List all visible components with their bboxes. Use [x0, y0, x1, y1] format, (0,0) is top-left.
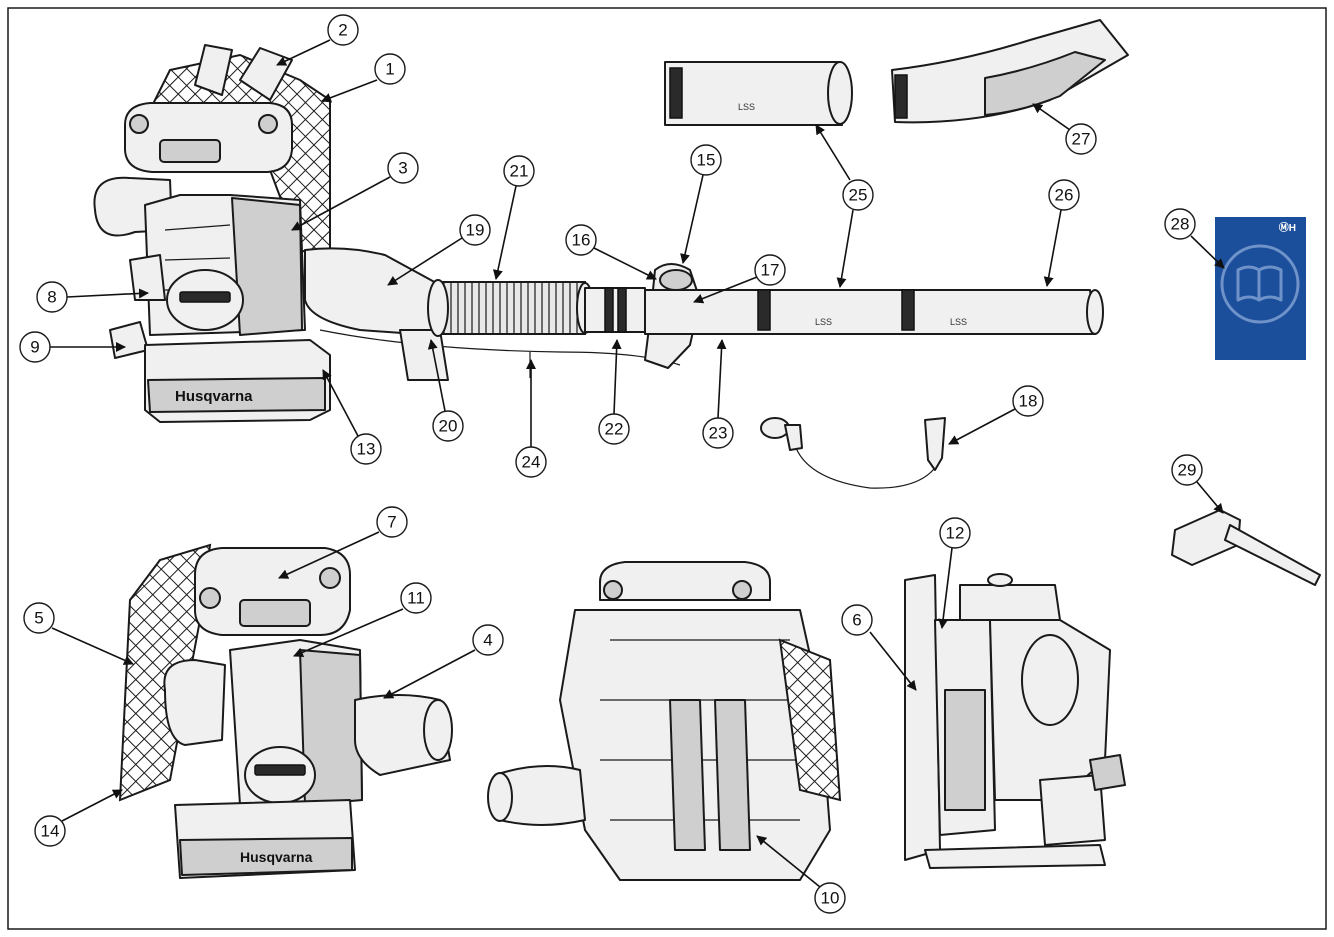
callout-29-circle — [1171, 454, 1203, 486]
callout-10-circle — [814, 882, 846, 914]
callout-12-circle — [939, 517, 971, 549]
operator-manual-28: ⓂH — [1215, 217, 1306, 360]
tube-label-2: LSS — [950, 317, 967, 327]
callout-8-circle — [36, 281, 68, 313]
callouts: 1 2 3 4 5 6 7 8 9 10 — [19, 14, 1225, 914]
back-view-drawing — [487, 561, 842, 881]
callout-27: 27 — [1072, 130, 1091, 149]
callout-12: 12 — [946, 524, 965, 543]
callout-22: 22 — [605, 420, 624, 439]
callout-6-circle — [841, 604, 873, 636]
callout-1-circle — [374, 53, 406, 85]
tube-label-1: LSS — [815, 317, 832, 327]
callout-14-circle — [34, 815, 66, 847]
callout-16-circle — [565, 224, 597, 256]
callout-9-circle — [19, 331, 51, 363]
spark-cable-18-drawing — [760, 417, 946, 489]
callout-19: 19 — [466, 221, 485, 240]
callout-16: 16 — [572, 231, 591, 250]
callout-18-circle — [1012, 385, 1044, 417]
callout-18: 18 — [1019, 392, 1038, 411]
callout-7-circle — [376, 506, 408, 538]
callout-25-circle — [842, 179, 874, 211]
callout-3: 3 — [398, 159, 407, 178]
callout-5: 5 — [34, 609, 43, 628]
callout-14: 14 — [41, 822, 60, 841]
side-view-drawing — [904, 573, 1126, 869]
callout-2-circle — [327, 14, 359, 46]
nozzle-27-drawing — [891, 19, 1129, 124]
main-blower-assembly: Husqvarna LSS LSS — [93, 44, 1104, 423]
brand-logo: Husqvarna — [175, 388, 253, 405]
callout-15-circle — [690, 144, 722, 176]
callout-10: 10 — [821, 889, 840, 908]
callout-11-circle — [400, 582, 432, 614]
callout-21: 21 — [510, 162, 529, 181]
callout-20: 20 — [439, 417, 458, 436]
callout-4-circle — [472, 624, 504, 656]
callout-24-circle — [515, 446, 547, 478]
callout-1: 1 — [385, 60, 394, 79]
callout-7: 7 — [387, 513, 396, 532]
callout-26: 26 — [1055, 186, 1074, 205]
callout-25: 25 — [849, 186, 868, 205]
callout-26-circle — [1048, 179, 1080, 211]
callout-21-circle — [503, 155, 535, 187]
callout-24: 24 — [522, 453, 541, 472]
callout-19-circle — [459, 214, 491, 246]
callout-23: 23 — [709, 424, 728, 443]
callout-11: 11 — [407, 589, 425, 608]
tube-25-drawing: LSS — [664, 61, 853, 126]
brand-logo-2: Husqvarna — [240, 849, 313, 865]
tube-label-3: LSS — [738, 102, 755, 112]
combination-tool-29-drawing — [1171, 509, 1321, 586]
front-view-drawing: Husqvarna — [118, 543, 453, 879]
callout-9: 9 — [30, 338, 39, 357]
callout-28-circle — [1164, 208, 1196, 240]
callout-23-circle — [702, 417, 734, 449]
callout-28: 28 — [1171, 215, 1190, 234]
callout-3-circle — [387, 152, 419, 184]
callout-17: 17 — [761, 261, 780, 280]
callout-17-circle — [754, 254, 786, 286]
callout-13-circle — [350, 433, 382, 465]
callout-8: 8 — [47, 288, 56, 307]
callout-20-circle — [432, 410, 464, 442]
callout-13: 13 — [357, 440, 376, 459]
callout-5-circle — [23, 602, 55, 634]
callout-27-circle — [1065, 123, 1097, 155]
callout-6: 6 — [852, 611, 861, 630]
callout-29: 29 — [1178, 461, 1197, 480]
manual-tag: ⓂH — [1279, 221, 1296, 234]
callout-2: 2 — [338, 21, 347, 40]
callout-15: 15 — [697, 151, 716, 170]
callout-4: 4 — [483, 631, 492, 650]
callout-22-circle — [598, 413, 630, 445]
